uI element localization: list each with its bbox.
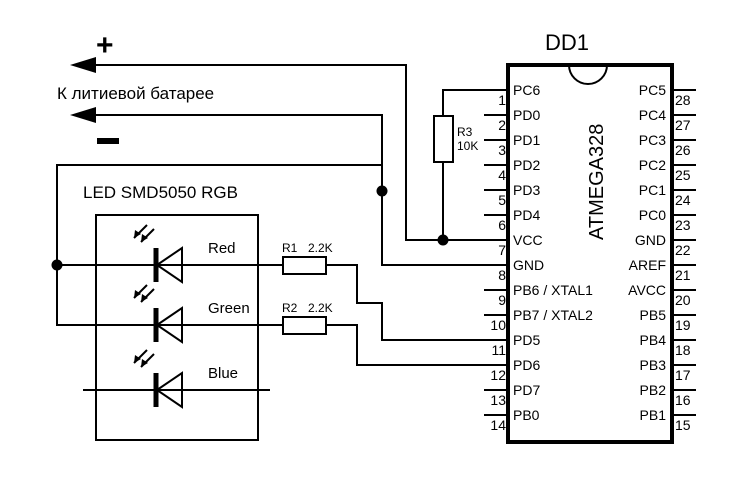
- r3-resistor: [433, 115, 454, 163]
- pin-number: 19: [675, 317, 691, 333]
- r3-name: R3: [457, 125, 473, 139]
- pin-number: 12: [490, 367, 506, 383]
- pin-name: PC0: [639, 207, 666, 223]
- minus-label: [97, 138, 119, 144]
- pin-name: GND: [635, 232, 666, 248]
- pin-number: 10: [490, 317, 506, 333]
- wire-plus-to-vcc: [96, 64, 508, 241]
- pin-number: 20: [675, 292, 691, 308]
- pin-number: 21: [675, 267, 691, 283]
- pin-name: PB2: [640, 382, 667, 398]
- pin-number: 4: [498, 167, 506, 183]
- pin-number: 14: [490, 417, 506, 433]
- light-arrow-icon: [134, 355, 141, 363]
- plus-label: +: [96, 29, 114, 62]
- r3-value: 10K: [457, 139, 478, 153]
- r1-name: R1: [282, 241, 298, 255]
- pin-name: PB3: [640, 357, 667, 373]
- right-pin-group: 28 PC5 27 PC4 26 PC3 25 PC2 24 PC1 23 PC0 22 GND 21 ARE…: [628, 82, 696, 433]
- pin-name: PD0: [513, 107, 540, 123]
- light-arrow-icon: [134, 230, 141, 238]
- chip-notch: [568, 64, 608, 85]
- pin-name: AREF: [629, 257, 666, 273]
- pin-number: 24: [675, 192, 691, 208]
- pin-number: 3: [498, 142, 506, 158]
- chip-part-name: ATMEGA328: [586, 124, 608, 240]
- pin-name: PB5: [640, 307, 667, 323]
- chip-designator: DD1: [545, 30, 589, 55]
- r1-resistor: [282, 256, 327, 275]
- pin-number: 22: [675, 242, 691, 258]
- pin-number: 13: [490, 392, 506, 408]
- r2-value: 2.2K: [308, 301, 333, 315]
- minus-arrow-icon: [70, 107, 96, 123]
- pin-number: 15: [675, 417, 691, 433]
- pin-number: 18: [675, 342, 691, 358]
- pin-name: PB6 / XTAL1: [513, 282, 593, 298]
- pin-name: PB1: [640, 407, 667, 423]
- pin-number: 27: [675, 117, 691, 133]
- pin-number: 8: [498, 267, 506, 283]
- pin-name: PC4: [639, 107, 666, 123]
- pin-name: PB4: [640, 332, 667, 348]
- chip-body: [506, 63, 674, 444]
- led-package: [95, 214, 259, 441]
- pin-number: 16: [675, 392, 691, 408]
- pin-number: 26: [675, 142, 691, 158]
- pin-name: PC1: [639, 182, 666, 198]
- r2-name: R2: [282, 301, 298, 315]
- pin-name: PC5: [639, 82, 666, 98]
- pin-name: PC6: [513, 82, 540, 98]
- pin-number: 25: [675, 167, 691, 183]
- left-pin-group: 1 PC6 2 PD0 3 PD1 4 PD2 5 PD3 6 PD4 7 VCC 8 GND 9 PB6 / X…: [484, 82, 593, 433]
- r2-resistor: [282, 316, 327, 335]
- pin-number: 11: [491, 342, 506, 358]
- pin-name: AVCC: [628, 282, 666, 298]
- pin-name: PD3: [513, 182, 540, 198]
- wire-r1-pd5: [326, 264, 508, 341]
- pin-name: PD5: [513, 332, 540, 348]
- pin-number: 17: [675, 367, 691, 383]
- pin-name: PD6: [513, 357, 540, 373]
- pin-name: VCC: [513, 232, 543, 248]
- wire-r2-pd6: [326, 324, 508, 366]
- battery-label: К литиевой батарее: [57, 84, 214, 103]
- junction-dot: [376, 185, 388, 197]
- pin-name: PD4: [513, 207, 540, 223]
- light-arrow-icon: [134, 290, 141, 298]
- light-arrow-icon: [141, 234, 148, 242]
- pin-number: 23: [675, 217, 691, 233]
- pin-name: PD7: [513, 382, 540, 398]
- pin-name: PD2: [513, 157, 540, 173]
- pin-name: PC3: [639, 132, 666, 148]
- junction-dot: [437, 234, 449, 246]
- pin-number: 1: [498, 92, 506, 108]
- light-arrow-icon: [141, 294, 148, 302]
- pin-number: 9: [498, 292, 506, 308]
- pin-name: PC2: [639, 157, 666, 173]
- pin-name: PB7 / XTAL2: [513, 307, 593, 323]
- led-channel-label: Red: [208, 240, 236, 257]
- wire-pc6-r3: [442, 89, 508, 116]
- light-arrow-icon: [141, 359, 148, 367]
- pin-number: 6: [498, 217, 506, 233]
- led-channel-label: Green: [208, 300, 250, 317]
- pin-number: 28: [675, 92, 691, 108]
- pin-number: 5: [498, 192, 506, 208]
- pin-name: PB0: [513, 407, 540, 423]
- pin-number: 2: [498, 117, 506, 133]
- r1-value: 2.2K: [308, 241, 333, 255]
- led-channel-label: Blue: [208, 365, 238, 382]
- led-title: LED SMD5050 RGB: [83, 183, 238, 202]
- pin-name: PD1: [513, 132, 540, 148]
- pin-number: 7: [498, 242, 506, 258]
- wire-common-anode: [56, 164, 382, 326]
- pin-name: GND: [513, 257, 544, 273]
- plus-arrow-icon: [70, 57, 96, 73]
